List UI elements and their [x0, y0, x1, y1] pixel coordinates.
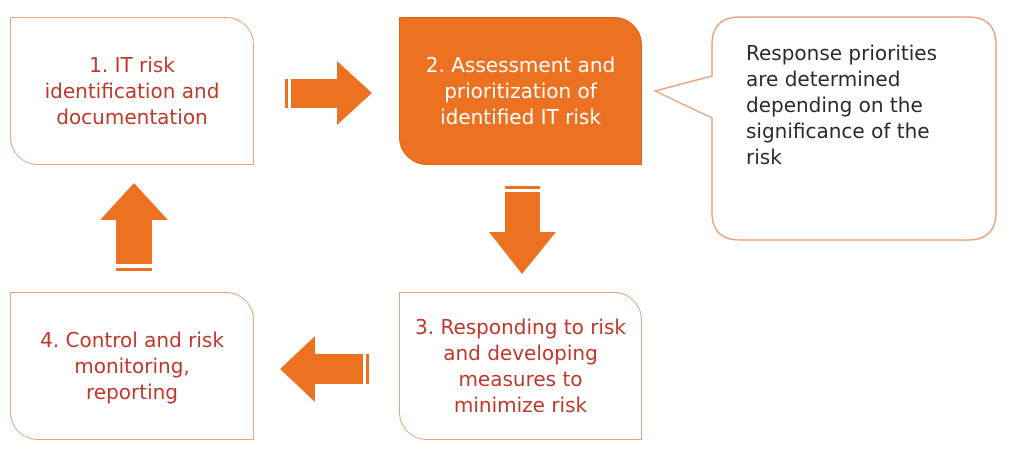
step-responding-label: 3. Responding to risk and developing mea… — [415, 315, 626, 417]
arrow-right-icon — [285, 61, 372, 125]
step-responding: 3. Responding to risk and developing mea… — [399, 292, 642, 440]
step-assessment: 2. Assessment and prioritization of iden… — [399, 17, 642, 165]
callout-text: Response priorities are determined depen… — [746, 41, 938, 169]
step-identification-label: 1. IT risk identification and documentat… — [44, 53, 220, 129]
arrow-left-icon — [280, 336, 369, 402]
arrow-up-icon — [100, 183, 168, 271]
step-identification: 1. IT risk identification and documentat… — [10, 17, 254, 165]
step-monitoring-label: 4. Control and risk monitoring, reportin… — [40, 328, 224, 404]
step-monitoring: 4. Control and risk monitoring, reportin… — [10, 292, 254, 440]
step-assessment-label: 2. Assessment and prioritization of iden… — [425, 53, 616, 129]
arrow-down-icon — [489, 186, 556, 274]
